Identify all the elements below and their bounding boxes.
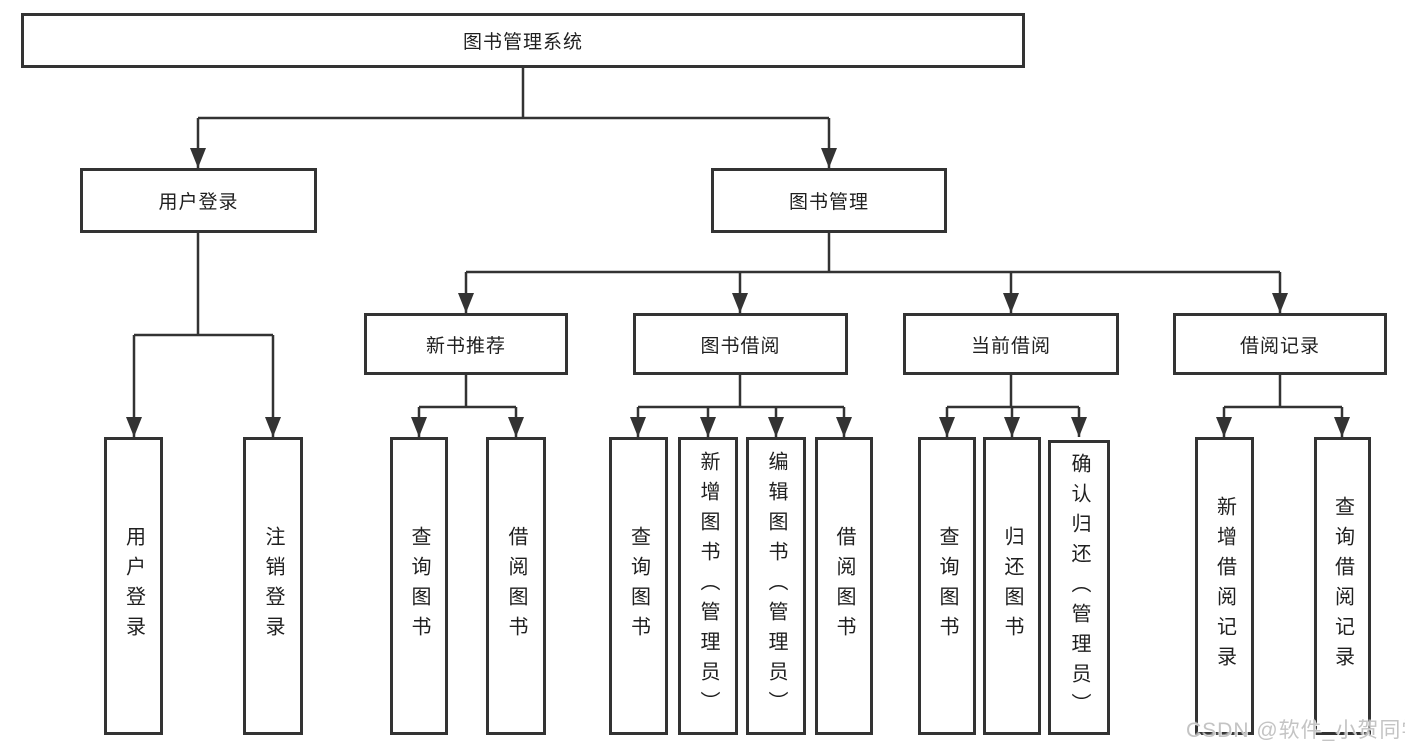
node-book-borrow-label: 图书借阅 [700,335,781,357]
leaf-query-books-2-label: 查询图书 [627,526,650,646]
leaf-query-books-3: 查询图书 [918,437,976,735]
leaf-query-books-3-label: 查询图书 [936,526,958,646]
node-library-system-label: 图书管理系统 [462,32,583,53]
connector-root-bus [198,68,829,120]
leaf-add-borrow-record: 新增借阅记录 [1195,437,1254,735]
leaf-confirm-return-admin-label: 确认归还（管理员） [1068,452,1090,723]
connector-current-borrow-bus [947,375,1079,409]
leaf-edit-book-admin-label: 编辑图书（管理员） [765,451,787,721]
node-new-book-recommend: 新书推荐 [364,313,568,375]
node-borrow-records: 借阅记录 [1173,313,1387,375]
leaf-user-login-label: 用户登录 [122,526,145,646]
leaf-add-book-admin-label: 新增图书（管理员） [697,451,719,721]
leaf-query-books-1: 查询图书 [390,437,448,735]
leaf-return-book-label: 归还图书 [1001,526,1023,646]
node-book-borrow: 图书借阅 [633,313,848,375]
leaf-query-borrow-record-label: 查询借阅记录 [1331,496,1354,676]
node-borrow-records-label: 借阅记录 [1239,335,1320,357]
leaf-add-borrow-record-label: 新增借阅记录 [1213,496,1236,676]
leaf-borrow-books-2: 借阅图书 [815,437,873,735]
node-current-borrow: 当前借阅 [903,313,1119,375]
csdn-watermark: CSDN @软件_小贺同学 [1186,719,1405,742]
leaf-query-books-2: 查询图书 [609,437,668,735]
leaf-user-login: 用户登录 [104,437,163,735]
leaf-return-book: 归还图书 [983,437,1041,735]
connector-borrow-records-bus [1224,375,1342,409]
leaf-borrow-books-1-label: 借阅图书 [505,526,527,646]
node-user-login-group-label: 用户登录 [158,192,239,213]
connector-book-borrow-bus [638,375,844,409]
connector-new-book-bus [419,375,516,409]
leaf-query-borrow-record: 查询借阅记录 [1314,437,1371,735]
node-book-management-label: 图书管理 [788,192,869,213]
node-current-borrow-label: 当前借阅 [970,335,1051,357]
node-new-book-recommend-label: 新书推荐 [425,335,506,357]
connector-user-login-bus [134,233,273,337]
leaf-logout: 注销登录 [243,437,303,735]
leaf-borrow-books-1: 借阅图书 [486,437,546,735]
node-user-login-group: 用户登录 [80,168,317,233]
leaf-borrow-books-2-label: 借阅图书 [833,526,855,646]
connector-book-management-bus [466,233,1280,274]
leaf-add-book-admin: 新增图书（管理员） [678,437,738,735]
node-book-management: 图书管理 [711,168,947,233]
leaf-query-books-1-label: 查询图书 [408,526,430,646]
leaf-confirm-return-admin: 确认归还（管理员） [1048,440,1110,735]
leaf-edit-book-admin: 编辑图书（管理员） [746,437,806,735]
node-library-system: 图书管理系统 [21,13,1025,68]
leaf-logout-label: 注销登录 [262,526,284,646]
